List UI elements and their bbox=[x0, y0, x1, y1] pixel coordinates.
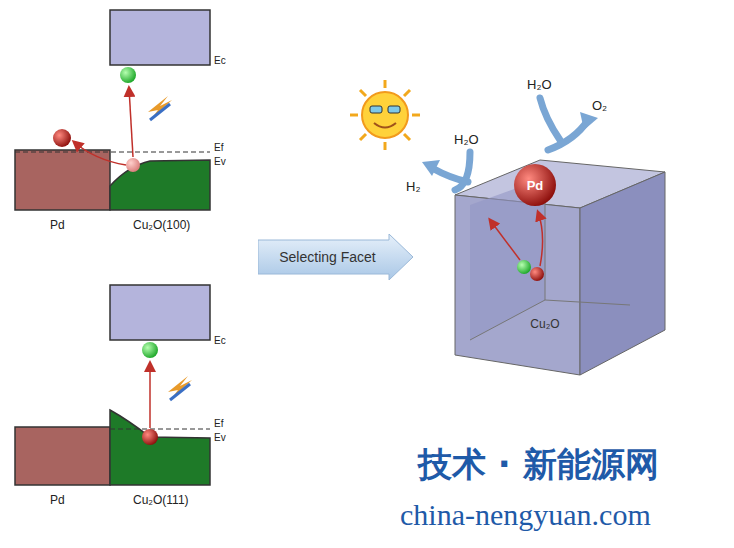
label: O₂ bbox=[592, 99, 607, 112]
label: Ev bbox=[214, 433, 226, 443]
band-diagram-111 bbox=[15, 285, 210, 485]
label: Cu₂O(100) bbox=[133, 219, 190, 231]
label: Ec bbox=[214, 56, 226, 66]
label: Ev bbox=[214, 157, 226, 167]
label: H₂O bbox=[454, 133, 479, 146]
label: Pd bbox=[50, 219, 65, 231]
sun-icon bbox=[350, 80, 420, 150]
watermark: china-nengyuan.com bbox=[400, 500, 651, 530]
node-label: Cu₂O bbox=[530, 318, 559, 330]
label: Ec bbox=[214, 336, 226, 346]
label: H₂O bbox=[527, 78, 552, 91]
label: Pd bbox=[50, 494, 65, 506]
watermark: 技术 · 新能源网 bbox=[418, 447, 659, 481]
node-label: Selecting Facet bbox=[279, 250, 376, 264]
label: H₂ bbox=[406, 180, 420, 193]
selecting-facet-arrow: Selecting Facet bbox=[258, 234, 413, 280]
label: Ef bbox=[214, 143, 223, 153]
node-label: Pd bbox=[527, 179, 544, 192]
band-diagram-100 bbox=[15, 10, 210, 210]
label: Cu₂O(111) bbox=[133, 494, 189, 506]
node-shape bbox=[455, 160, 665, 375]
label: Ef bbox=[214, 419, 223, 429]
water-arrows bbox=[432, 98, 588, 190]
cu2o-cube bbox=[455, 160, 665, 375]
cu2o-cube-body: Cu₂O bbox=[455, 160, 665, 375]
pd-particle: Pd bbox=[513, 163, 557, 207]
